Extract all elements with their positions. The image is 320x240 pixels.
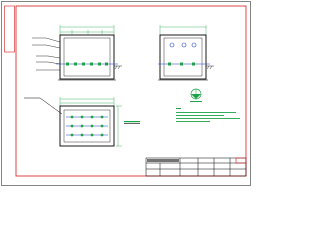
section-view bbox=[32, 25, 122, 81]
elevation-tank-wall bbox=[159, 34, 207, 80]
section-pipe-fittings bbox=[66, 62, 108, 66]
elevation-ground-hatch bbox=[206, 65, 214, 70]
drawing-border bbox=[15, 5, 247, 177]
plan-caption-underline bbox=[124, 123, 140, 124]
outer-frame bbox=[1, 1, 251, 186]
elevation-fittings bbox=[168, 62, 195, 66]
binding-strip bbox=[4, 5, 15, 53]
plan-tank-outer bbox=[59, 105, 115, 147]
title-block bbox=[145, 157, 247, 177]
compass-north-icon bbox=[190, 88, 202, 102]
plan-top-dimension bbox=[59, 97, 115, 106]
plan-side-dimension bbox=[116, 105, 122, 147]
section-tank-wall bbox=[59, 34, 115, 80]
cad-drawing bbox=[1, 1, 251, 186]
title-block-fill bbox=[147, 159, 179, 162]
section-leaders bbox=[32, 37, 61, 71]
section-top-dimension bbox=[59, 25, 115, 35]
drawing-sheet bbox=[0, 0, 252, 187]
section-ground-hatch bbox=[114, 65, 122, 70]
plan-inlet-pipe bbox=[24, 97, 63, 115]
elevation-tank-inner bbox=[163, 37, 203, 77]
plan-diffuser-heads bbox=[70, 115, 104, 137]
notes-block bbox=[176, 108, 240, 122]
plan-caption-bar bbox=[124, 121, 140, 123]
elevation-inlet-circles bbox=[169, 42, 197, 48]
plan-view bbox=[24, 97, 140, 147]
title-block-stamp bbox=[235, 157, 247, 164]
plan-tank-inner bbox=[63, 109, 111, 143]
elevation-view bbox=[158, 25, 214, 81]
elevation-top-dimension bbox=[159, 25, 207, 35]
section-tank-inner bbox=[63, 37, 111, 77]
